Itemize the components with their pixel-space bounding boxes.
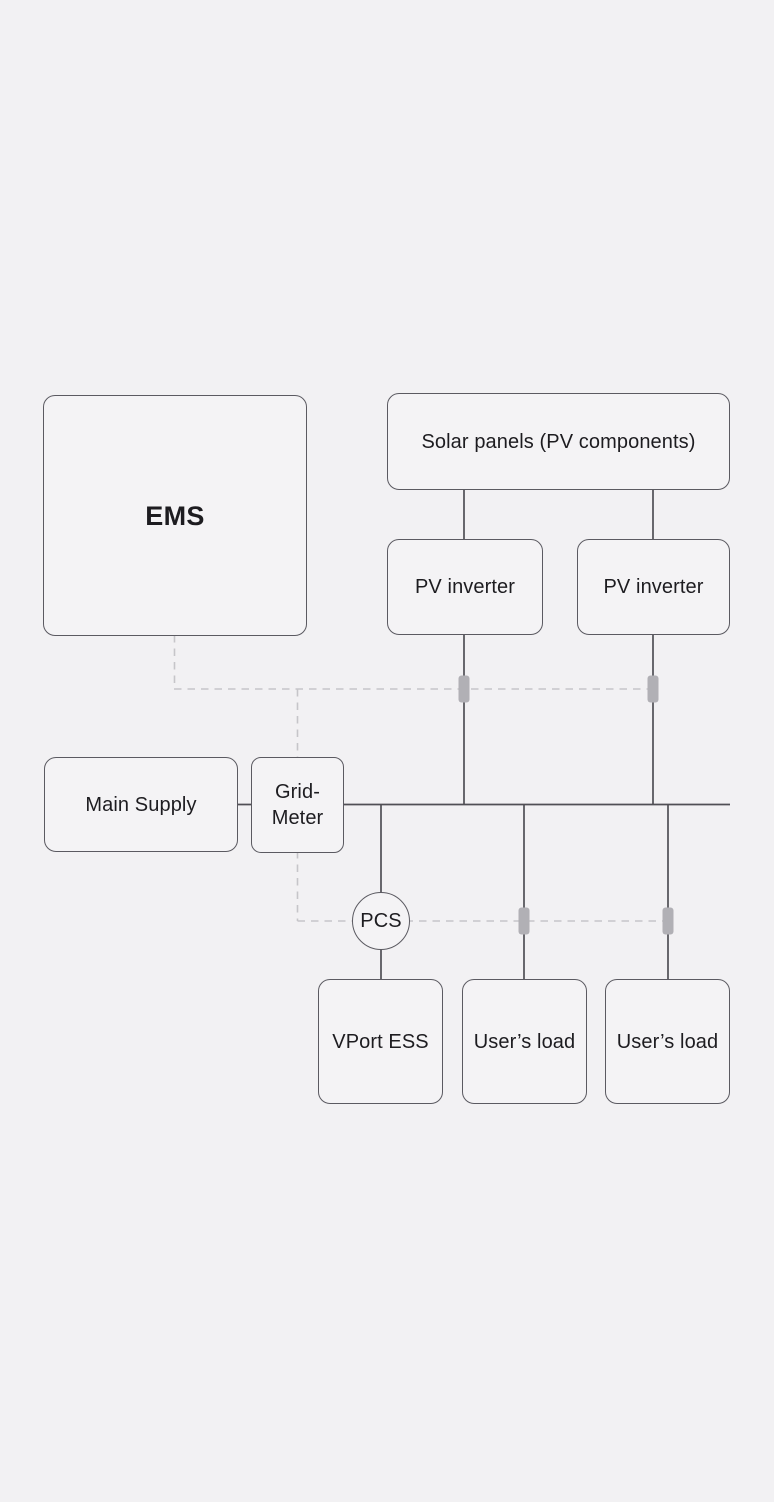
node-label: User’s load — [473, 1030, 576, 1053]
node-label: Main Supply — [85, 793, 197, 816]
node-users-load-right: User’s load — [605, 979, 730, 1104]
node-pcs: PCS — [352, 892, 410, 950]
node-pv-inverter-right: PV inverter — [577, 539, 730, 635]
ct-sensor-icon — [458, 675, 470, 703]
node-vport-ess: VPort ESS — [318, 979, 443, 1104]
node-ems: EMS — [43, 395, 307, 636]
node-main-supply: Main Supply — [44, 757, 238, 852]
node-label: PV inverter — [414, 576, 516, 598]
node-label: PV inverter — [603, 576, 704, 598]
node-label: Solar panels (PV components) — [421, 430, 696, 453]
node-label: PCS — [360, 910, 402, 932]
ct-sensor-icon — [518, 907, 530, 935]
node-label: User’s load — [616, 1030, 719, 1053]
node-users-load-left: User’s load — [462, 979, 587, 1104]
node-label: VPort ESS — [332, 1030, 429, 1053]
node-pv-inverter-left: PV inverter — [387, 539, 543, 635]
ct-sensor-icon — [662, 907, 674, 935]
node-solar-panels: Solar panels (PV components) — [387, 393, 730, 490]
node-grid-meter: Grid- Meter — [251, 757, 344, 853]
node-label: EMS — [145, 500, 205, 531]
node-label: Grid- Meter — [271, 781, 324, 829]
ct-sensor-icon — [647, 675, 659, 703]
